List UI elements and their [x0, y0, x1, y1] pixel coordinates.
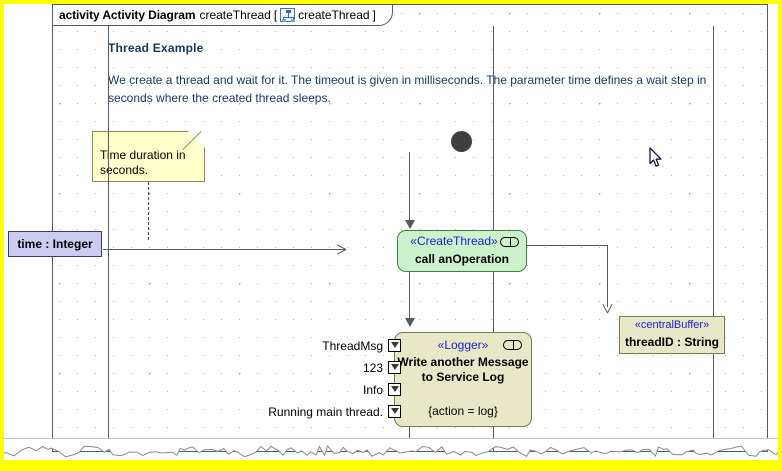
central-buffer-stereotype: «centralBuffer» [634, 319, 710, 331]
activity-diagram-frame[interactable]: activity Activity Diagram createThread [… [52, 4, 768, 452]
activity-diagram-icon [280, 8, 296, 22]
input-pin-label: Info [362, 383, 383, 397]
selection-border-right [778, 0, 782, 471]
initial-node[interactable] [451, 131, 472, 152]
action-logger-constraint: {action = log} [428, 404, 498, 418]
input-pin-icon[interactable] [388, 361, 401, 374]
central-buffer-node[interactable]: «centralBuffer» threadID : String [619, 316, 725, 354]
central-buffer-label: threadID : String [624, 335, 719, 349]
edge-create-logger-arrowhead [405, 318, 415, 327]
edge-initial-to-create[interactable] [409, 152, 410, 222]
input-pin-label: Running main thread. [268, 405, 383, 419]
action-logger-label: Write another Message to Service Log [397, 355, 529, 384]
input-pin-label: 123 [362, 361, 383, 375]
call-behavior-icon [500, 237, 519, 247]
note-text: Time duration in seconds. [100, 148, 186, 177]
partition-line-right [713, 26, 714, 451]
input-pin-icon[interactable] [388, 383, 401, 396]
comment-note[interactable]: Time duration in seconds. [92, 131, 205, 182]
note-anchor-line [148, 182, 149, 240]
edge-param-to-create[interactable] [103, 249, 346, 250]
input-pin-icon[interactable] [388, 405, 401, 418]
action-create-thread[interactable]: «CreateThread» call anOperation [397, 230, 527, 272]
frame-header[interactable]: activity Activity Diagram createThread [… [53, 5, 393, 26]
call-behavior-icon [503, 340, 522, 350]
frame-bracket-open: [ [273, 8, 278, 22]
selection-border-top [0, 0, 782, 4]
frame-name: createThread [199, 8, 271, 22]
frame-bracket-close: ] [372, 8, 376, 22]
edge-create-to-buffer-v[interactable] [607, 245, 608, 307]
input-pin-label: ThreadMsg [322, 339, 383, 353]
edge-param-arrowhead [336, 244, 345, 255]
frame-keyword: activity Activity Diagram [59, 8, 196, 22]
edge-initial-arrowhead [405, 220, 415, 229]
edge-logger-outgoing[interactable] [409, 427, 410, 451]
selection-border-bottom [0, 460, 782, 471]
activity-parameter-node-time[interactable]: time : Integer [8, 231, 102, 257]
input-pin-icon[interactable] [388, 339, 401, 352]
frame-behavior-name: createThread [298, 8, 370, 22]
edge-buffer-arrowhead [602, 303, 613, 312]
action-logger[interactable]: «Logger» Write another Message to Servic… [394, 332, 532, 427]
edge-create-to-logger[interactable] [409, 272, 410, 320]
partition-line-left [108, 26, 109, 451]
action-create-thread-label: call anOperation [414, 252, 510, 266]
documentation-body: We create a thread and wait for it. The … [108, 73, 707, 105]
selection-border-left [0, 0, 4, 471]
documentation-title: Thread Example [108, 41, 204, 55]
